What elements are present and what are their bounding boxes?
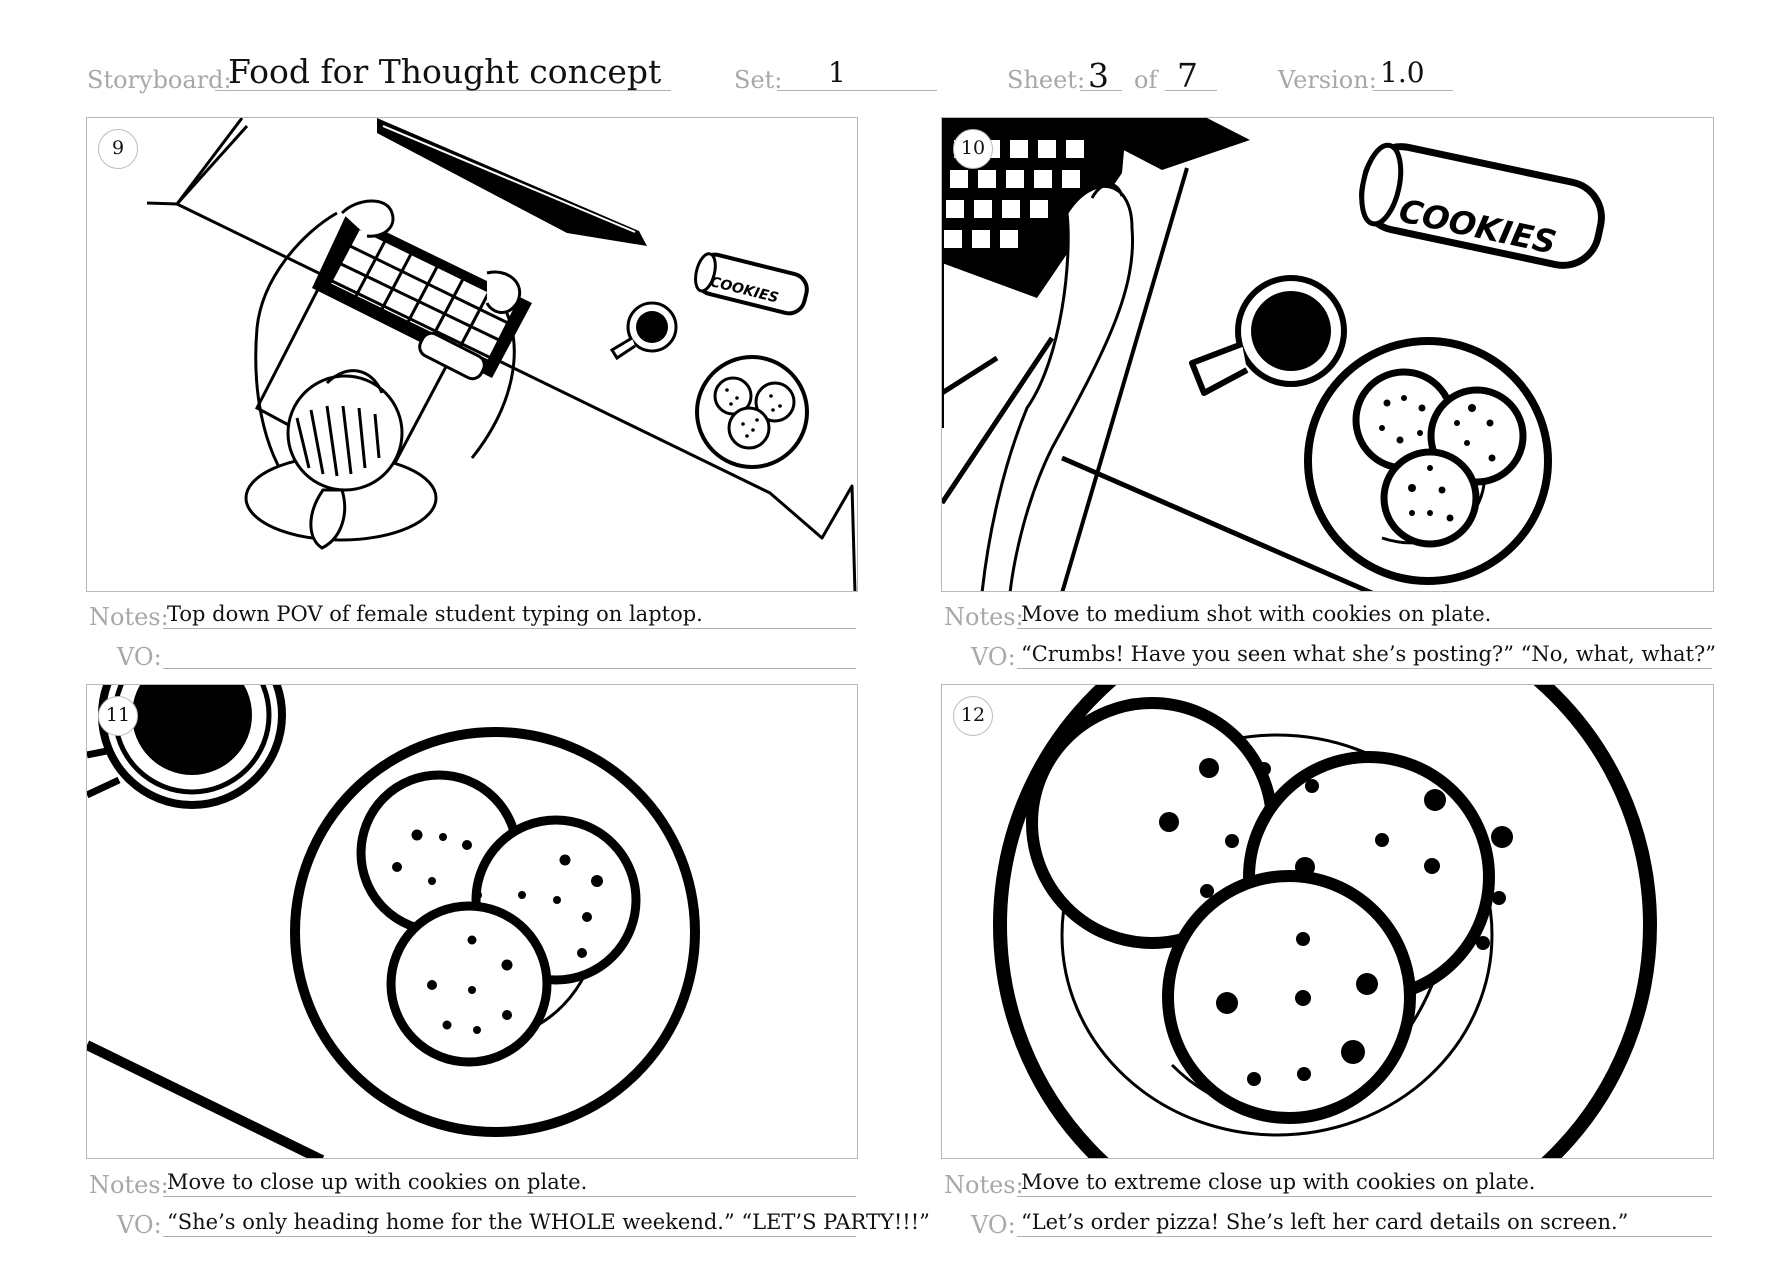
panel-9: COOKIES 9 bbox=[86, 117, 858, 592]
coffee-mug bbox=[609, 301, 678, 361]
set-value: 1 bbox=[828, 56, 846, 89]
storyboard-label: Storyboard: bbox=[87, 66, 232, 94]
cookie-plate bbox=[290, 727, 700, 1137]
vo-label-9: VO: bbox=[117, 643, 162, 671]
panel-11-vo: “She’s only heading home for the WHOLE w… bbox=[167, 1210, 930, 1234]
panel-10: COOKIES 10 bbox=[941, 117, 1714, 592]
notes-underline-9 bbox=[163, 628, 856, 629]
panel-10-notes: Move to medium shot with cookies on plat… bbox=[1021, 602, 1492, 626]
notes-underline-10 bbox=[1017, 628, 1712, 629]
panel-10-illustration: COOKIES bbox=[942, 118, 1605, 591]
laptop-keyboard bbox=[312, 213, 532, 378]
panel-12: 12 bbox=[941, 684, 1714, 1159]
version-value: 1.0 bbox=[1380, 56, 1425, 89]
notes-label-10: Notes: bbox=[944, 603, 1024, 631]
sheet-underline bbox=[1080, 90, 1122, 91]
vo-label-10: VO: bbox=[971, 643, 1016, 671]
panel-number-11: 11 bbox=[98, 696, 138, 736]
set-underline bbox=[777, 90, 937, 91]
vo-underline-11 bbox=[163, 1236, 856, 1237]
panel-12-illustration bbox=[993, 685, 1657, 1158]
panel-11-notes: Move to close up with cookies on plate. bbox=[167, 1170, 588, 1194]
vo-label-11: VO: bbox=[117, 1211, 162, 1239]
coffee-mug bbox=[87, 685, 286, 809]
vo-underline-12 bbox=[1017, 1236, 1712, 1237]
notes-label-9: Notes: bbox=[89, 603, 169, 631]
panel-number-12: 12 bbox=[953, 696, 993, 736]
panel-number-9: 9 bbox=[98, 129, 138, 169]
cookie-plate bbox=[993, 685, 1657, 1158]
student-head bbox=[244, 369, 438, 550]
cookie-plate bbox=[1304, 337, 1552, 585]
notes-underline-11 bbox=[163, 1196, 856, 1197]
storyboard-title: Food for Thought concept bbox=[228, 52, 662, 91]
version-underline bbox=[1373, 90, 1453, 91]
vo-underline-9 bbox=[163, 668, 856, 669]
cookie-tin: COOKIES bbox=[694, 252, 809, 316]
panel-12-notes: Move to extreme close up with cookies on… bbox=[1021, 1170, 1536, 1194]
set-label: Set: bbox=[734, 66, 783, 94]
notes-label-12: Notes: bbox=[944, 1171, 1024, 1199]
panel-number-10: 10 bbox=[953, 129, 993, 169]
of-value: 7 bbox=[1177, 56, 1198, 95]
of-label: of bbox=[1134, 66, 1158, 94]
storyboard-underline bbox=[215, 90, 671, 91]
vo-underline-10 bbox=[1017, 668, 1712, 669]
sheet-label: Sheet: bbox=[1007, 66, 1086, 94]
panel-9-notes: Top down POV of female student typing on… bbox=[167, 602, 703, 626]
panel-11-illustration bbox=[87, 685, 700, 1158]
coffee-mug bbox=[1189, 275, 1347, 396]
sheet-value: 3 bbox=[1088, 56, 1109, 95]
notes-label-11: Notes: bbox=[89, 1171, 169, 1199]
notes-underline-12 bbox=[1017, 1196, 1712, 1197]
panel-10-vo: “Crumbs! Have you seen what she’s postin… bbox=[1021, 642, 1716, 666]
panel-12-vo: “Let’s order pizza! She’s left her card … bbox=[1021, 1210, 1629, 1234]
laptop-screen bbox=[377, 118, 647, 246]
vo-label-12: VO: bbox=[971, 1211, 1016, 1239]
cookie-tin-large: COOKIES bbox=[1359, 142, 1605, 269]
panel-9-illustration: COOKIES bbox=[146, 118, 857, 591]
of-underline bbox=[1165, 90, 1217, 91]
version-label: Version: bbox=[1278, 66, 1377, 94]
panel-11: 11 bbox=[86, 684, 858, 1159]
cookie-plate bbox=[695, 355, 809, 469]
